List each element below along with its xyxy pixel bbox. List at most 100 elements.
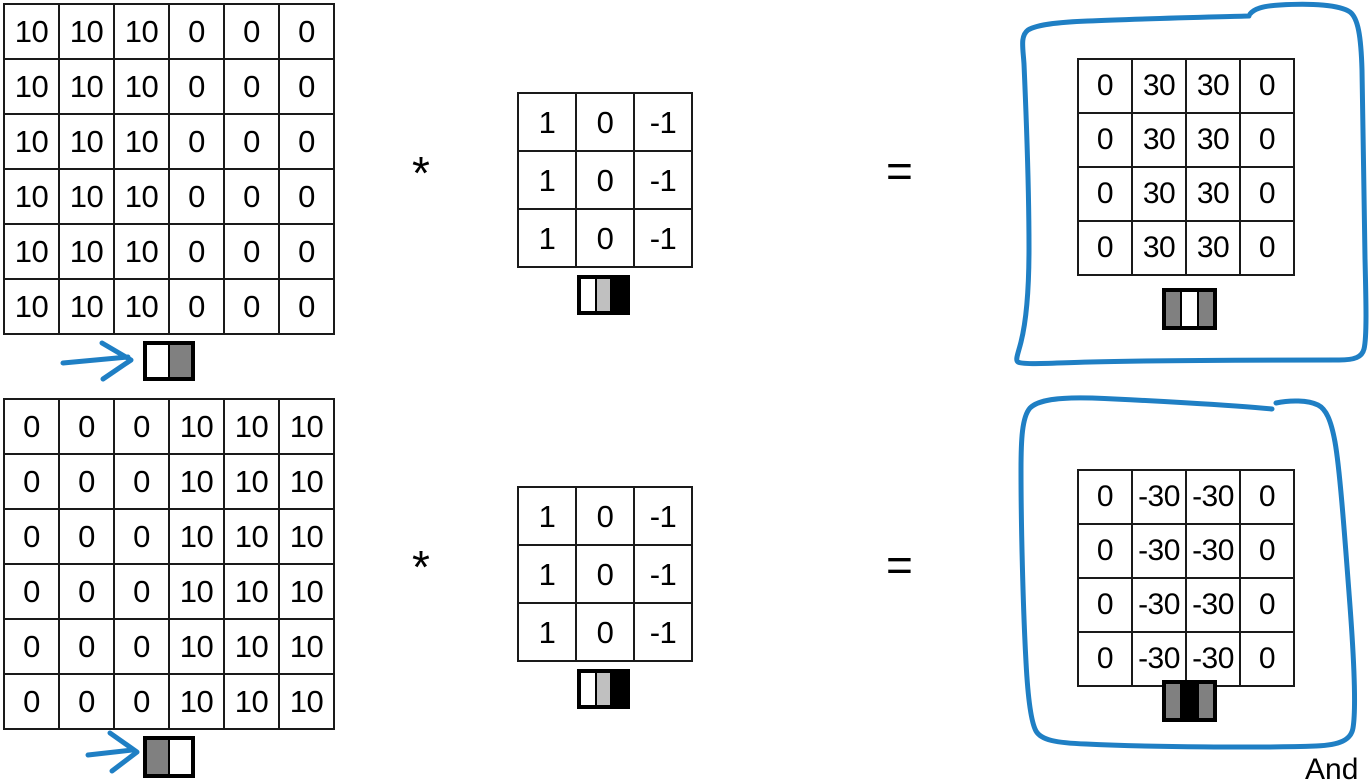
matrix-cell: 30 [1187, 222, 1241, 276]
matrix-cell: 10 [115, 280, 170, 335]
input-edge-swatch-row-1 [143, 341, 195, 381]
matrix-cell: 0 [577, 604, 635, 662]
matrix-cell: 0 [5, 675, 60, 730]
matrix-cell: 0 [280, 225, 335, 280]
matrix-cell: 1 [519, 604, 577, 662]
matrix-cell: 0 [60, 510, 115, 565]
matrix-cell: 0 [170, 280, 225, 335]
matrix-cell: 10 [170, 620, 225, 675]
matrix-cell: 0 [1241, 168, 1295, 222]
matrix-cell: -30 [1187, 579, 1241, 633]
matrix-cell: 10 [280, 400, 335, 455]
matrix-cell: -30 [1133, 525, 1187, 579]
matrix-cell: 0 [1241, 579, 1295, 633]
matrix-cell: 1 [519, 152, 577, 210]
matrix-cell: 10 [225, 620, 280, 675]
swatch-band [610, 279, 627, 311]
matrix-cell: 10 [225, 400, 280, 455]
swatch-band [581, 279, 595, 311]
matrix-cell: 10 [5, 5, 60, 60]
matrix-cell: 1 [519, 94, 577, 152]
matrix-cell: 0 [577, 152, 635, 210]
matrix-cell: 10 [60, 5, 115, 60]
matrix-cell: 0 [225, 5, 280, 60]
matrix-cell: 0 [115, 565, 170, 620]
matrix-cell: 1 [519, 488, 577, 546]
matrix-cell: 10 [170, 675, 225, 730]
matrix-cell: 10 [5, 115, 60, 170]
swatch-band [1166, 684, 1181, 718]
matrix-cell: -1 [635, 152, 693, 210]
matrix-cell: 0 [1241, 471, 1295, 525]
matrix-cell: 0 [1241, 633, 1295, 687]
arrow-right-icon-row-1 [60, 340, 134, 382]
matrix-cell: 0 [1079, 633, 1133, 687]
matrix-cell: 0 [60, 620, 115, 675]
matrix-cell: 0 [1241, 114, 1295, 168]
matrix-cell: 0 [60, 400, 115, 455]
matrix-cell: 0 [5, 620, 60, 675]
kernel-swatch-row-1 [577, 275, 630, 315]
matrix-cell: 0 [1079, 471, 1133, 525]
matrix-cell: 30 [1133, 114, 1187, 168]
swatch-band [1196, 684, 1213, 718]
matrix-cell: 10 [280, 510, 335, 565]
matrix-cell: 30 [1187, 114, 1241, 168]
matrix-cell: 0 [170, 5, 225, 60]
matrix-cell: 10 [170, 400, 225, 455]
kernel-swatch-row-2 [577, 669, 630, 709]
matrix-cell: 10 [115, 225, 170, 280]
matrix-cell: 0 [115, 510, 170, 565]
matrix-cell: 0 [280, 115, 335, 170]
swatch-band [581, 673, 595, 705]
matrix-cell: 0 [60, 675, 115, 730]
matrix-cell: 1 [519, 546, 577, 604]
matrix-cell: 0 [225, 280, 280, 335]
matrix-cell: 10 [225, 675, 280, 730]
matrix-cell: 0 [225, 225, 280, 280]
swatch-band [1180, 292, 1197, 326]
matrix-cell: 0 [225, 60, 280, 115]
output-edge-swatch-row-1 [1162, 288, 1217, 330]
swatch-band [168, 345, 191, 377]
matrix-cell: -30 [1133, 579, 1187, 633]
matrix-cell: 10 [115, 115, 170, 170]
matrix-cell: 0 [1079, 60, 1133, 114]
matrix-cell: 0 [5, 510, 60, 565]
matrix-cell: 0 [225, 170, 280, 225]
matrix-cell: -30 [1133, 471, 1187, 525]
matrix-cell: 10 [280, 455, 335, 510]
swatch-band [610, 673, 627, 705]
matrix-cell: 0 [5, 565, 60, 620]
equals-operator-row-1: = [886, 145, 913, 197]
matrix-cell: 10 [225, 455, 280, 510]
matrix-cell: 0 [1079, 579, 1133, 633]
matrix-cell: 0 [577, 94, 635, 152]
matrix-cell: -30 [1133, 633, 1187, 687]
matrix-cell: 0 [115, 675, 170, 730]
matrix-cell: 0 [60, 455, 115, 510]
matrix-cell: 0 [280, 5, 335, 60]
matrix-cell: 30 [1187, 60, 1241, 114]
matrix-cell: 0 [280, 170, 335, 225]
matrix-cell: 0 [1241, 525, 1295, 579]
swatch-band [147, 740, 168, 774]
swatch-band [594, 673, 611, 705]
matrix-cell: 10 [60, 280, 115, 335]
matrix-cell: -30 [1187, 633, 1241, 687]
matrix-cell: 10 [280, 565, 335, 620]
matrix-cell: 0 [577, 546, 635, 604]
matrix-cell: 10 [115, 170, 170, 225]
matrix-cell: 0 [170, 225, 225, 280]
matrix-cell: 30 [1133, 222, 1187, 276]
matrix-cell: 0 [5, 400, 60, 455]
matrix-cell: 0 [280, 60, 335, 115]
matrix-cell: 0 [225, 115, 280, 170]
matrix-cell: 0 [170, 60, 225, 115]
